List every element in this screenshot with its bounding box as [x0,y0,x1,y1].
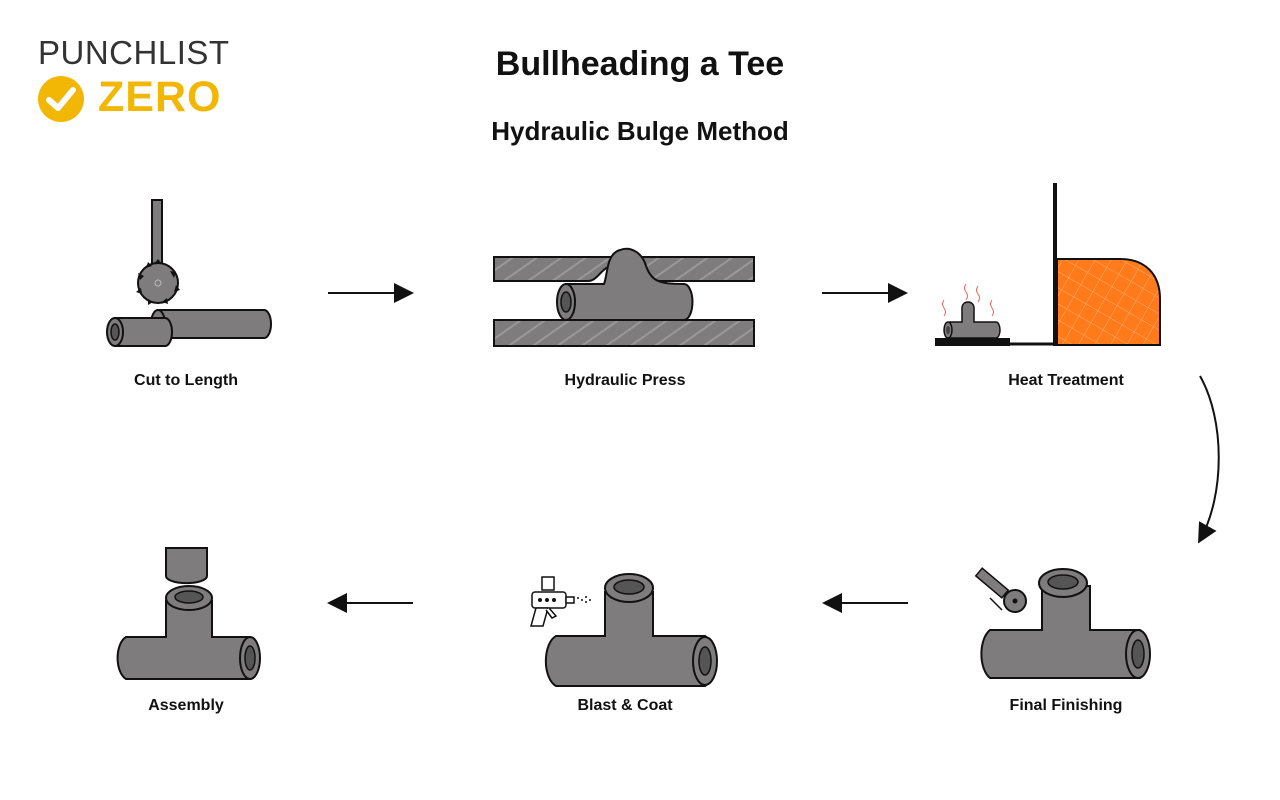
hydraulic-press-icon [493,247,755,347]
logo-line1: PUNCHLIST [38,34,230,71]
logo-line2: ZERO [98,73,222,121]
assembly-tee-icon [116,547,261,680]
punchlist-zero-logo: PUNCHLIST ZERO [36,36,236,128]
grinder-tee-icon [974,567,1151,679]
spray-gun-tee-icon [530,573,718,687]
step-label-assembly: Assembly [148,697,224,714]
furnace-icon [935,183,1161,346]
saw-cut-pipe-icon [106,199,272,347]
step-label-hydraulic-press: Hydraulic Press [564,372,686,389]
step-label-heat-treatment: Heat Treatment [1008,372,1124,389]
step-label-final-finishing: Final Finishing [1009,697,1123,714]
page-subtitle: Hydraulic Bulge Method [491,116,789,146]
arrow-step3-to-step4 [1198,375,1220,544]
step-label-cut-to-length: Cut to Length [134,372,238,389]
check-circle-icon [38,76,84,122]
step-label-blast-coat: Blast & Coat [577,697,673,714]
page-title: Bullheading a Tee [495,45,785,83]
